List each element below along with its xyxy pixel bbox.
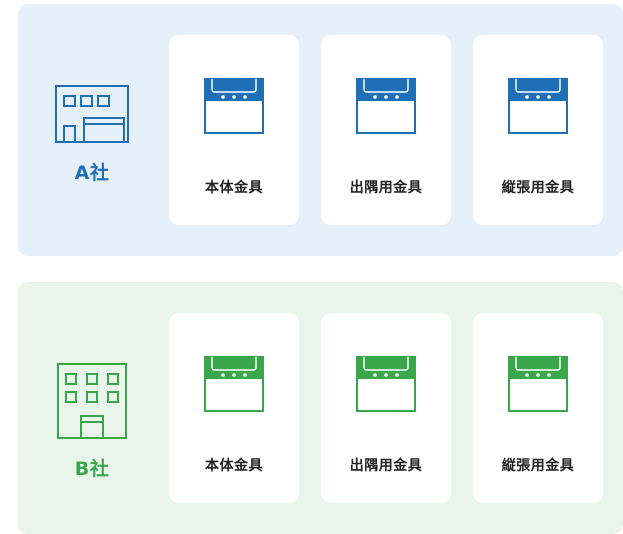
part-card-b-main-bracket: 本体金具 [169,313,299,503]
part-label: 本体金具 [205,458,263,474]
part-label: 縦張用金具 [501,458,575,474]
part-card-a-main-bracket: 本体金具 [169,35,299,225]
part-card-a-vertical-bracket: 縦張用金具 [473,35,603,225]
building-icon [55,85,129,143]
part-label: 縦張用金具 [501,180,575,196]
bracket-icon [204,356,264,412]
bracket-icon [508,78,568,134]
part-label: 出隅用金具 [349,458,423,474]
bracket-icon [356,356,416,412]
company-a-label: A社 [74,162,110,184]
bracket-icon [356,78,416,134]
part-label: 本体金具 [205,180,263,196]
bracket-icon [204,78,264,134]
part-card-a-corner-bracket: 出隅用金具 [321,35,451,225]
part-card-b-corner-bracket: 出隅用金具 [321,313,451,503]
part-label: 出隅用金具 [349,180,423,196]
company-a: A社 [48,84,136,185]
company-b: B社 [48,362,136,481]
building-icon [57,363,127,439]
part-card-b-vertical-bracket: 縦張用金具 [473,313,603,503]
bracket-icon [508,356,568,412]
company-b-label: B社 [74,458,110,480]
company-a-panel: A社 本体金具 出隅用金具 [18,4,623,256]
company-b-panel: B社 本体金具 出隅用金具 [18,282,623,534]
